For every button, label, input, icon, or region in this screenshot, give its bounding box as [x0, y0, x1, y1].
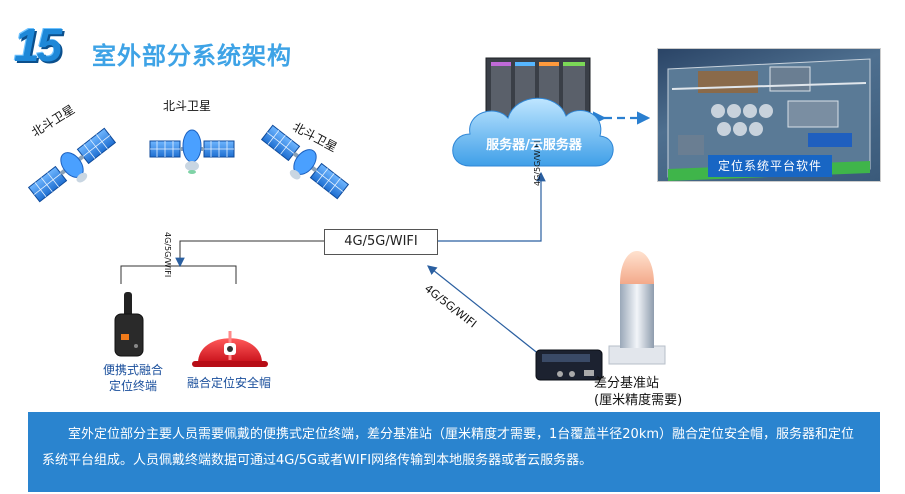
satellite-icon: [149, 129, 235, 174]
description-panel: 室外定位部分主要人员需要佩戴的便携式定位终端，差分基准站（厘米精度才需要，1台覆…: [28, 412, 880, 492]
base-station-label-line2: (厘米精度需要): [594, 393, 683, 408]
cloud-icon: [452, 97, 614, 167]
base-station-antenna-icon: [608, 251, 666, 365]
helmet-label: 融合定位安全帽: [187, 376, 272, 390]
section-number: 15: [14, 19, 62, 71]
satellite-icon: [260, 124, 350, 200]
base-station-label-line1: 差分基准站: [594, 376, 660, 391]
link-label-left-vertical: 4G/5G/WIFI: [163, 232, 172, 278]
platform-map-illustration: [667, 58, 871, 181]
link-line-main: [179, 240, 324, 262]
terminal-label: 便携式融合 定位终端: [102, 363, 163, 393]
portable-terminal-icon: [114, 292, 144, 357]
satellite-label-center: 北斗卫星: [163, 99, 212, 113]
network-label-box: 4G/5G/WIFI: [324, 229, 438, 255]
page-title: 室外部分系统架构: [92, 42, 292, 70]
link-line-to-server: [436, 171, 546, 242]
base-station-label: 差分基准站 (厘米精度需要): [594, 375, 682, 409]
satellite-icon: [27, 127, 117, 203]
link-line-device-bracket: [120, 265, 237, 284]
platform-label: 定位系统平台软件: [708, 155, 832, 177]
safety-helmet-icon: [192, 331, 268, 367]
link-line-station: [427, 265, 541, 356]
server-label: 服务器/云服务器: [486, 138, 582, 153]
base-station-receiver-icon: [535, 349, 603, 381]
description-text: 室外定位部分主要人员需要佩戴的便携式定位终端，差分基准站（厘米精度才需要，1台覆…: [42, 427, 855, 468]
